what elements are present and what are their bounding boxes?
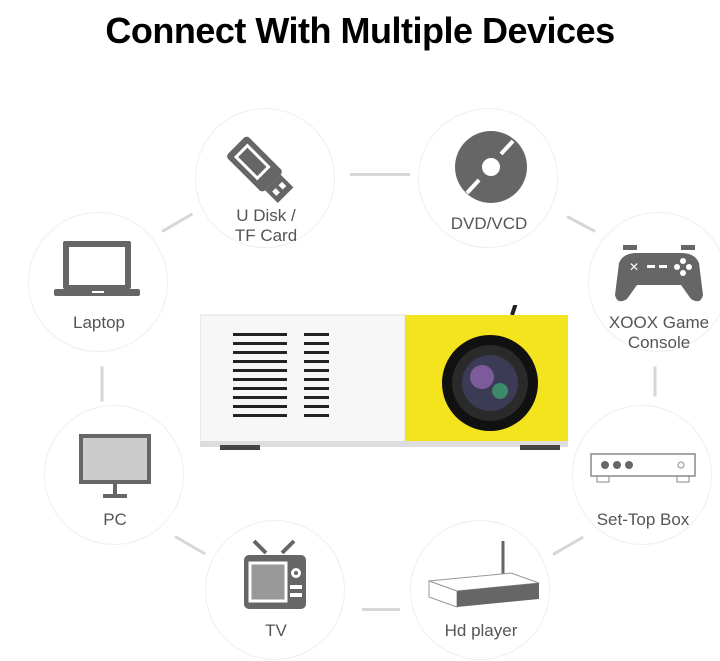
device-label: TF Card <box>234 226 298 245</box>
device-label: Set-Top Box <box>596 510 690 529</box>
connector-line <box>653 366 657 397</box>
device-hdplayer: Hd player <box>410 520 550 660</box>
gamepad-icon: ✕ <box>615 245 703 302</box>
device-label: U Disk / <box>236 206 296 225</box>
page-title: Connect With Multiple Devices <box>105 10 615 51</box>
device-label: Console <box>627 333 691 352</box>
device-laptop: Laptop <box>28 212 168 352</box>
tv-icon <box>244 539 306 609</box>
set-top-box-icon <box>590 453 696 483</box>
connector-line <box>350 173 410 176</box>
device-label: Hd player <box>444 621 518 640</box>
device-label: XOOX Game <box>608 313 710 332</box>
connector-line <box>362 608 400 611</box>
svg-text:✕: ✕ <box>629 260 639 274</box>
device-label: DVD/VCD <box>450 214 528 233</box>
mini-projector-image <box>200 305 568 450</box>
device-pc: PC <box>44 405 184 545</box>
device-label: Laptop <box>73 313 125 332</box>
monitor-icon <box>79 434 151 498</box>
device-udisk: U Disk / TF Card <box>195 108 335 248</box>
device-settop: Set-Top Box <box>572 405 712 545</box>
laptop-icon <box>54 241 140 296</box>
usb-drive-icon <box>227 136 294 203</box>
device-label: TV <box>265 621 287 640</box>
device-label: PC <box>103 510 127 529</box>
device-tv: TV <box>205 520 345 660</box>
disc-icon <box>455 131 527 203</box>
connector-line <box>100 366 104 402</box>
media-player-icon <box>428 541 540 608</box>
device-dvd: DVD/VCD <box>418 108 558 248</box>
device-game: ✕ XOOX Game Console <box>588 212 720 352</box>
